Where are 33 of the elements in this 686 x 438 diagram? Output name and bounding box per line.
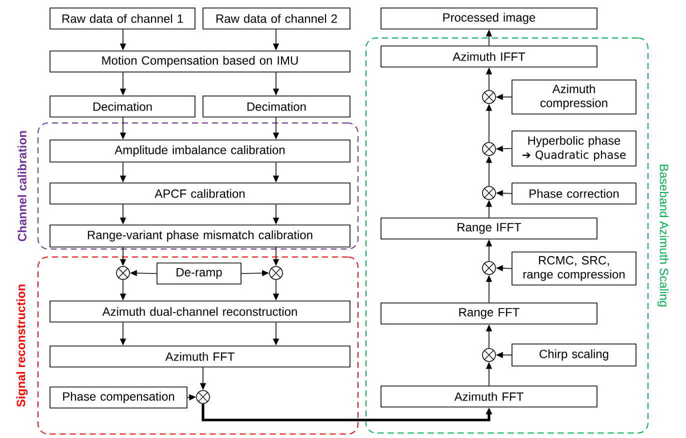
process-box: Azimuth FFT bbox=[380, 386, 598, 408]
process-box: RCMC, SRC, range compression bbox=[512, 252, 636, 286]
process-box: APCF calibration bbox=[50, 182, 350, 204]
process-box: De-ramp bbox=[156, 262, 242, 284]
process-box: Azimuth dual-channel reconstruction bbox=[50, 300, 350, 322]
multiplier-symbol bbox=[482, 186, 496, 200]
process-box: Decimation bbox=[50, 96, 196, 118]
process-box: Azimuth FFT bbox=[50, 346, 350, 368]
process-box: Range-variant phase mismatch calibration bbox=[50, 224, 350, 248]
process-box: Motion Compensation based on IMU bbox=[50, 50, 350, 72]
multiplier-symbol bbox=[482, 90, 496, 104]
multiplier-symbol bbox=[482, 261, 496, 275]
node-label: Baseband Azimuth Scaling bbox=[657, 164, 669, 306]
multiplier-symbol bbox=[116, 266, 130, 280]
process-box: Chirp scaling bbox=[512, 344, 636, 366]
multiplier-symbol bbox=[482, 142, 496, 156]
process-box: Decimation bbox=[202, 96, 350, 118]
process-box: Phase compensation bbox=[50, 386, 188, 408]
node-label: Signal reconstruction bbox=[16, 284, 28, 407]
process-box: Range FFT bbox=[380, 302, 598, 324]
process-box: Range IFFT bbox=[380, 218, 598, 240]
process-box: Amplitude imbalance calibration bbox=[50, 140, 350, 162]
process-box: Raw data of channel 2 bbox=[202, 8, 350, 30]
process-box: Phase correction bbox=[512, 182, 636, 204]
process-box: Azimuth compression bbox=[512, 80, 636, 114]
multiplier-symbol bbox=[482, 348, 496, 362]
process-box: Azimuth IFFT bbox=[380, 46, 598, 68]
process-box: Processed image bbox=[380, 8, 598, 30]
node-label: Channel calibration bbox=[18, 131, 26, 242]
process-box: Raw data of channel 1 bbox=[50, 8, 196, 30]
process-box: Hyperbolic phase ➔ Quadratic phase bbox=[512, 130, 636, 166]
multiplier-symbol bbox=[196, 390, 210, 404]
multiplier-symbol bbox=[269, 266, 283, 280]
